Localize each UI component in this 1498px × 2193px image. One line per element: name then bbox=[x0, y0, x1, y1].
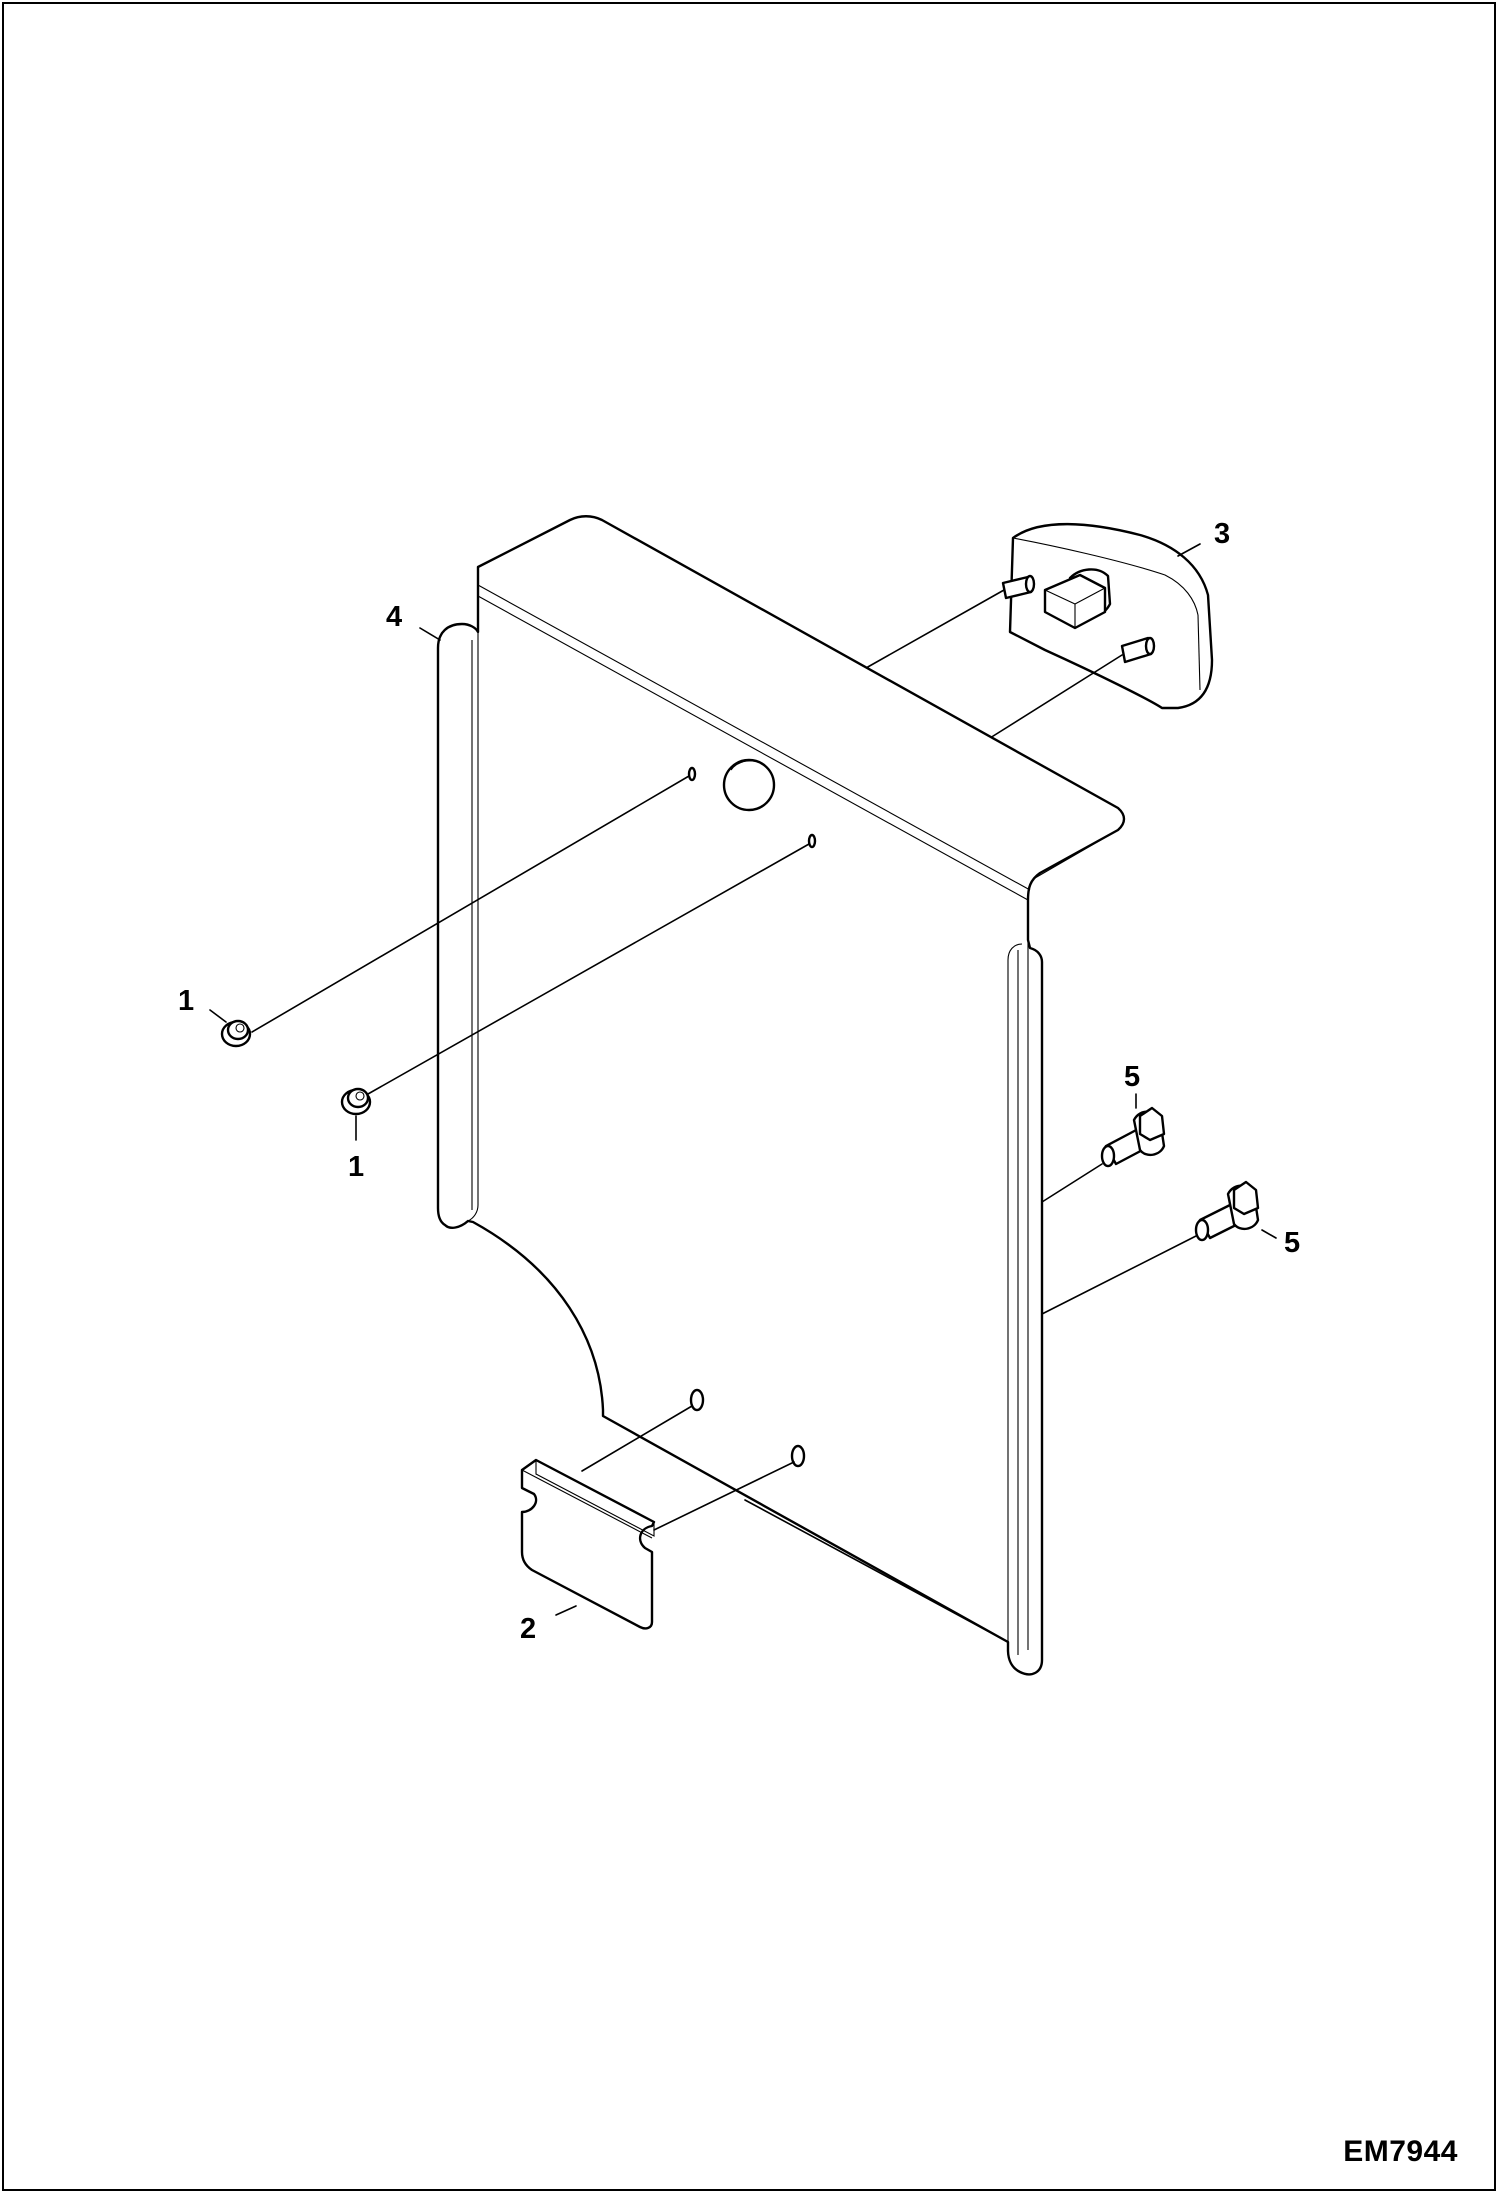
flange-nut-upper bbox=[220, 1019, 252, 1048]
assembly-line bbox=[1041, 1163, 1103, 1203]
leader-line bbox=[1261, 1229, 1277, 1239]
bracket-block bbox=[1001, 522, 1214, 710]
assembly-line bbox=[865, 589, 1005, 669]
flange-bolt-upper bbox=[1100, 1106, 1166, 1168]
assembly-line bbox=[581, 1405, 693, 1472]
assembly-line bbox=[744, 1499, 1009, 1643]
leader-line bbox=[209, 1009, 227, 1023]
figure-id: EM7944 bbox=[1343, 2135, 1458, 2168]
callout-nut-lower: 1 bbox=[348, 1151, 364, 1183]
assembly-line bbox=[1041, 1235, 1197, 1315]
rubber-pad bbox=[520, 1458, 656, 1630]
flange-nut-lower bbox=[340, 1087, 372, 1116]
leader-line bbox=[419, 627, 441, 641]
assembly-line bbox=[251, 775, 690, 1033]
flange-bolt-lower bbox=[1194, 1180, 1260, 1242]
callout-panel: 4 bbox=[386, 601, 402, 633]
callout-pad: 2 bbox=[520, 1613, 536, 1645]
leader-line bbox=[1177, 543, 1201, 557]
assembly-line bbox=[989, 654, 1123, 739]
callout-nut-upper: 1 bbox=[178, 985, 194, 1017]
callout-bolt-upper: 5 bbox=[1124, 1061, 1140, 1093]
assembly-line bbox=[653, 1461, 795, 1531]
assembly-line bbox=[367, 843, 810, 1095]
callout-bracket: 3 bbox=[1214, 518, 1230, 550]
leader-line bbox=[555, 1605, 577, 1616]
callout-bolt-lower: 5 bbox=[1284, 1227, 1300, 1259]
main-panel bbox=[436, 515, 1126, 1676]
